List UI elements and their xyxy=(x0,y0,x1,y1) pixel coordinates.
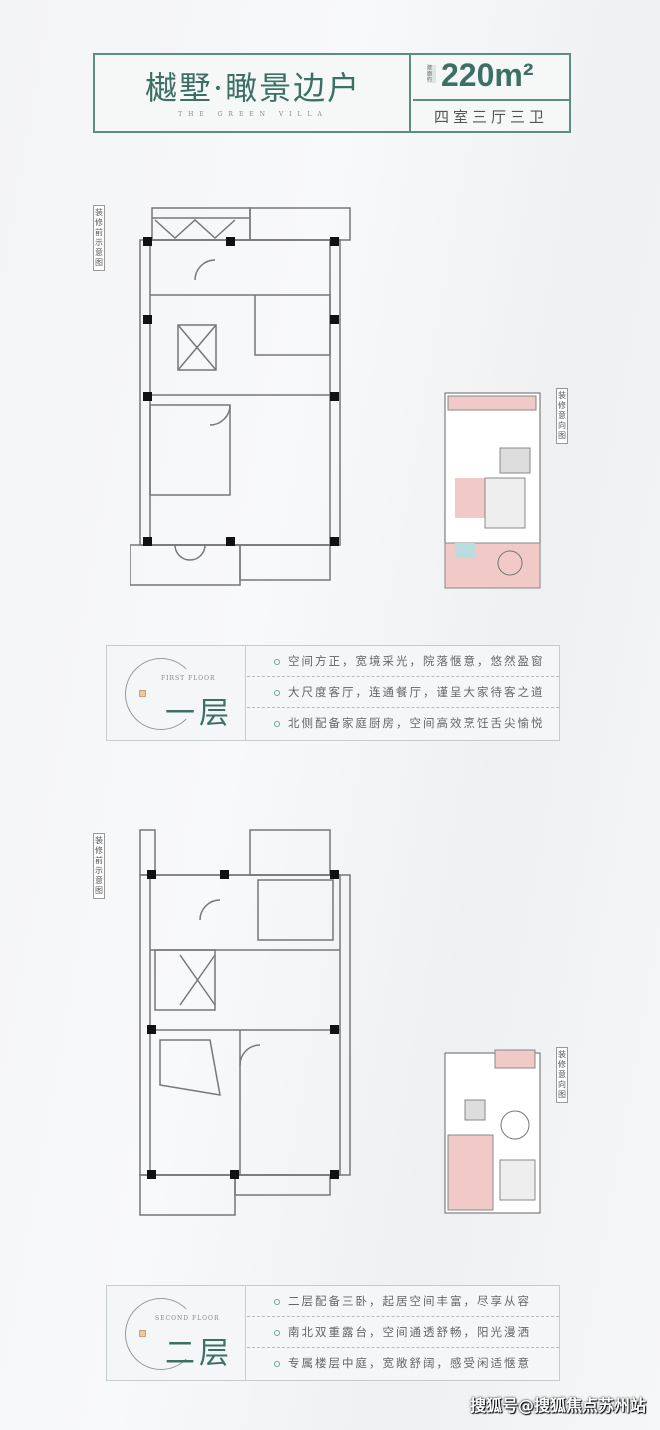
bullet-icon xyxy=(274,1298,280,1305)
second-floor-plan xyxy=(139,829,351,1216)
marker-icon xyxy=(139,690,146,697)
floor-en: FIRST FLOOR xyxy=(161,675,216,682)
after-label-1: 装修意向图 xyxy=(556,388,568,444)
feature-item: 大尺度客厅，连通餐厅，谨呈大家待客之道 xyxy=(247,677,559,708)
first-floor-info: FIRST FLOOR 一层 空间方正，宽境采光，院落惬意，悠然盈窗 大尺度客厅… xyxy=(106,645,560,741)
before-label-1: 装修前示意图 xyxy=(93,205,105,271)
second-floor-info: SECOND FLOOR 二层 二层配备三卧，起居空间丰富，尽享从容 南北双重露… xyxy=(106,1285,560,1381)
marker-icon xyxy=(139,1330,146,1337)
first-floor-furnished-plan xyxy=(444,392,541,589)
area-label: 建面约 xyxy=(427,65,436,83)
feature-list: 二层配备三卧，起居空间丰富，尽享从容 南北双重露台，空间通透舒畅，阳光漫洒 专属… xyxy=(247,1286,559,1379)
floor-cn: 一层 xyxy=(165,696,233,731)
feature-text: 南北双重露台，空间通透舒畅，阳光漫洒 xyxy=(288,1325,531,1339)
feature-item: 空间方正，宽境采光，院落惬意，悠然盈窗 xyxy=(247,646,559,677)
page-title: 樾墅·瞰景边户 xyxy=(144,69,362,107)
feature-item: 北侧配备家庭厨房，空间高效烹饪舌尖愉悦 xyxy=(247,708,559,739)
feature-item: 专属楼层中庭，宽敞舒阔，感受闲适惬意 xyxy=(247,1348,559,1379)
bullet-icon xyxy=(274,658,280,665)
floor-en: SECOND FLOOR xyxy=(155,1315,220,1322)
bullet-icon xyxy=(274,720,280,727)
before-label-2: 装修前示意图 xyxy=(93,833,105,899)
title-banner: 樾墅·瞰景边户 THE GREEN VILLA 建面约 220m² 四室三厅三卫 xyxy=(93,53,571,133)
feature-item: 南北双重露台，空间通透舒畅，阳光漫洒 xyxy=(247,1317,559,1348)
feature-text: 大尺度客厅，连通餐厅，谨呈大家待客之道 xyxy=(288,685,545,699)
area-value: 220m² xyxy=(441,57,534,93)
floor-badge: FIRST FLOOR 一层 xyxy=(107,646,246,740)
area-panel: 建面约 220m² xyxy=(413,55,569,101)
feature-list: 空间方正，宽境采光，院落惬意，悠然盈窗 大尺度客厅，连通餐厅，谨呈大家待客之道 … xyxy=(247,646,559,739)
after-label-2: 装修意向图 xyxy=(556,1047,568,1103)
second-floor-furnished-plan xyxy=(444,1049,541,1214)
floor-cn: 二层 xyxy=(165,1336,233,1371)
circle-decoration xyxy=(125,658,197,730)
bullet-icon xyxy=(274,1360,280,1367)
title-panel: 樾墅·瞰景边户 THE GREEN VILLA xyxy=(95,55,411,131)
feature-text: 北侧配备家庭厨房，空间高效烹饪舌尖愉悦 xyxy=(288,716,545,730)
bullet-icon xyxy=(274,1329,280,1336)
feature-text: 二层配备三卧，起居空间丰富，尽享从容 xyxy=(288,1294,531,1308)
subtitle: THE GREEN VILLA xyxy=(178,111,328,118)
first-floor-plan xyxy=(130,207,351,586)
floor-badge: SECOND FLOOR 二层 xyxy=(107,1286,246,1380)
room-config: 四室三厅三卫 xyxy=(433,108,548,126)
feature-text: 专属楼层中庭，宽敞舒阔，感受闲适惬意 xyxy=(288,1356,531,1370)
circle-decoration xyxy=(125,1298,197,1370)
bullet-icon xyxy=(274,689,280,696)
watermark: 搜狐号@搜狐焦点苏州站 xyxy=(469,1396,646,1415)
feature-text: 空间方正，宽境采光，院落惬意，悠然盈窗 xyxy=(288,654,545,668)
feature-item: 二层配备三卧，起居空间丰富，尽享从容 xyxy=(247,1286,559,1317)
